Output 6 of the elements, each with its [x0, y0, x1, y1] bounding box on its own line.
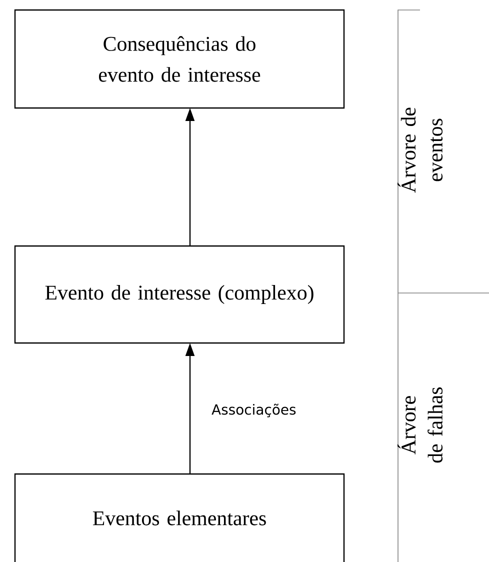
- process-box: Eventos elementares: [14, 473, 345, 562]
- side-label: Árvore de eventos: [397, 108, 443, 193]
- process-box: Evento de interesse (complexo): [14, 245, 345, 344]
- side-label: Árvore de falhas: [397, 387, 443, 463]
- process-box: Consequências do evento de interesse: [14, 9, 345, 109]
- edge-label: Associações: [212, 404, 296, 418]
